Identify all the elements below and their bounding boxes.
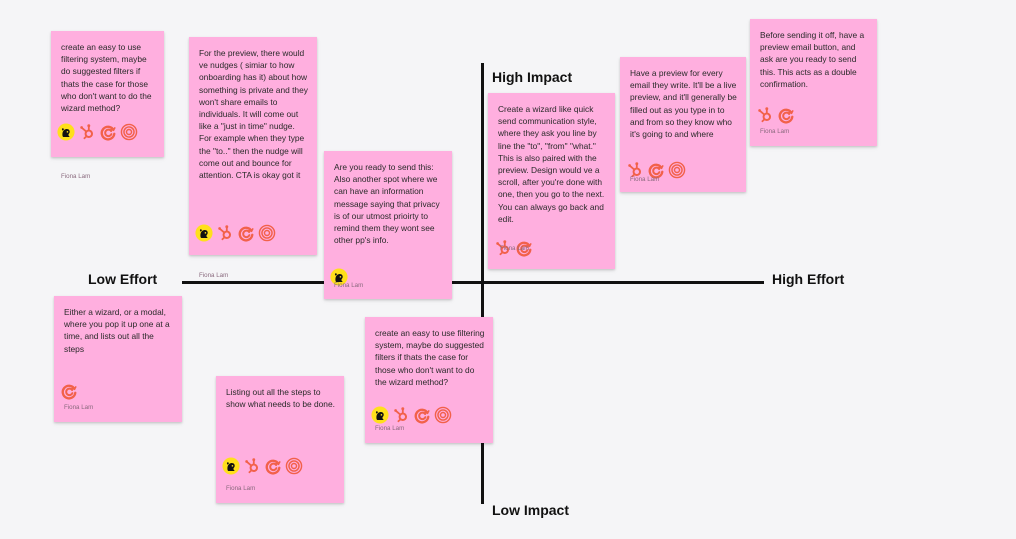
sticky-note[interactable]: Either a wizard, or a modal, where you p…	[54, 296, 182, 422]
hubspot-icon	[626, 161, 644, 179]
sticky-note-text: Either a wizard, or a modal, where you p…	[64, 307, 170, 354]
rings-icon	[120, 123, 138, 141]
rings-icon	[285, 457, 303, 475]
sticky-note[interactable]: create an easy to use filtering system, …	[365, 317, 493, 443]
reaction-icons	[626, 161, 686, 179]
sticky-note-author: Fiona Lam	[226, 485, 256, 492]
rings-icon	[258, 224, 276, 242]
mailchimp-icon	[222, 457, 240, 475]
sticky-note[interactable]: Before sending it off, have a preview em…	[750, 19, 877, 146]
mailchimp-icon	[371, 406, 389, 424]
hubspot-icon	[216, 224, 234, 242]
high-effort-label: High Effort	[772, 271, 845, 287]
hubspot-icon	[78, 123, 96, 141]
low-effort-label: Low Effort	[88, 271, 158, 287]
swirl-icon	[264, 457, 282, 475]
sticky-note-text: Listing out all the steps to show what n…	[226, 387, 335, 410]
reaction-icons	[222, 457, 303, 475]
sticky-note[interactable]: Listing out all the steps to show what n…	[216, 376, 344, 503]
sticky-note-author: Fiona Lam	[61, 173, 91, 180]
hubspot-icon	[756, 106, 774, 124]
low-impact-label: Low Impact	[492, 502, 570, 518]
sticky-note[interactable]: Are you ready to send this: Also another…	[324, 151, 452, 299]
swirl-icon	[777, 106, 795, 124]
rings-icon	[668, 161, 686, 179]
sticky-note-text: create an easy to use filtering system, …	[61, 42, 152, 114]
reaction-icons	[57, 123, 138, 141]
hubspot-icon	[392, 406, 410, 424]
rings-icon	[434, 406, 452, 424]
hubspot-icon	[243, 457, 261, 475]
reaction-icons	[371, 406, 452, 424]
sticky-note-author: Fiona Lam	[334, 282, 364, 289]
mailchimp-icon	[195, 224, 213, 242]
swirl-icon	[515, 239, 533, 257]
sticky-note-text: create an easy to use filtering system, …	[375, 328, 485, 387]
effort-axis-line	[182, 281, 764, 284]
reaction-icons	[195, 224, 276, 242]
impact-axis-line	[481, 63, 484, 504]
sticky-note[interactable]: Create a wizard like quick send communic…	[488, 93, 615, 269]
sticky-note-text: Have a preview for every email they writ…	[630, 68, 737, 140]
sticky-note-text: For the preview, there would ve nudges (…	[199, 48, 308, 181]
sticky-note-author: Fiona Lam	[64, 404, 94, 411]
sticky-note[interactable]: For the preview, there would ve nudges (…	[189, 37, 317, 279]
swirl-icon	[237, 224, 255, 242]
swirl-icon	[99, 123, 117, 141]
reaction-icons	[494, 239, 533, 257]
sticky-note-text: Before sending it off, have a preview em…	[760, 30, 865, 89]
swirl-icon	[413, 406, 431, 424]
sticky-note[interactable]: Have a preview for every email they writ…	[620, 57, 746, 192]
sticky-note-text: Create a wizard like quick send communic…	[498, 104, 605, 224]
hubspot-icon	[494, 239, 512, 257]
sticky-note-text: Are you ready to send this: Also another…	[334, 162, 440, 246]
reaction-icons	[756, 106, 795, 124]
high-impact-label: High Impact	[492, 69, 573, 85]
sticky-note-author: Fiona Lam	[375, 425, 405, 432]
mailchimp-icon	[330, 268, 348, 286]
mailchimp-icon	[57, 123, 75, 141]
swirl-icon	[647, 161, 665, 179]
sticky-note-author: Fiona Lam	[199, 272, 229, 279]
sticky-note[interactable]: create an easy to use filtering system, …	[51, 31, 164, 180]
reaction-icons	[60, 382, 78, 400]
reaction-icons	[330, 268, 348, 286]
sticky-note-author: Fiona Lam	[630, 176, 660, 183]
sticky-note-author: Fiona Lam	[760, 128, 790, 135]
swirl-icon	[60, 382, 78, 400]
sticky-note-author: Fiona Lam	[500, 245, 530, 252]
